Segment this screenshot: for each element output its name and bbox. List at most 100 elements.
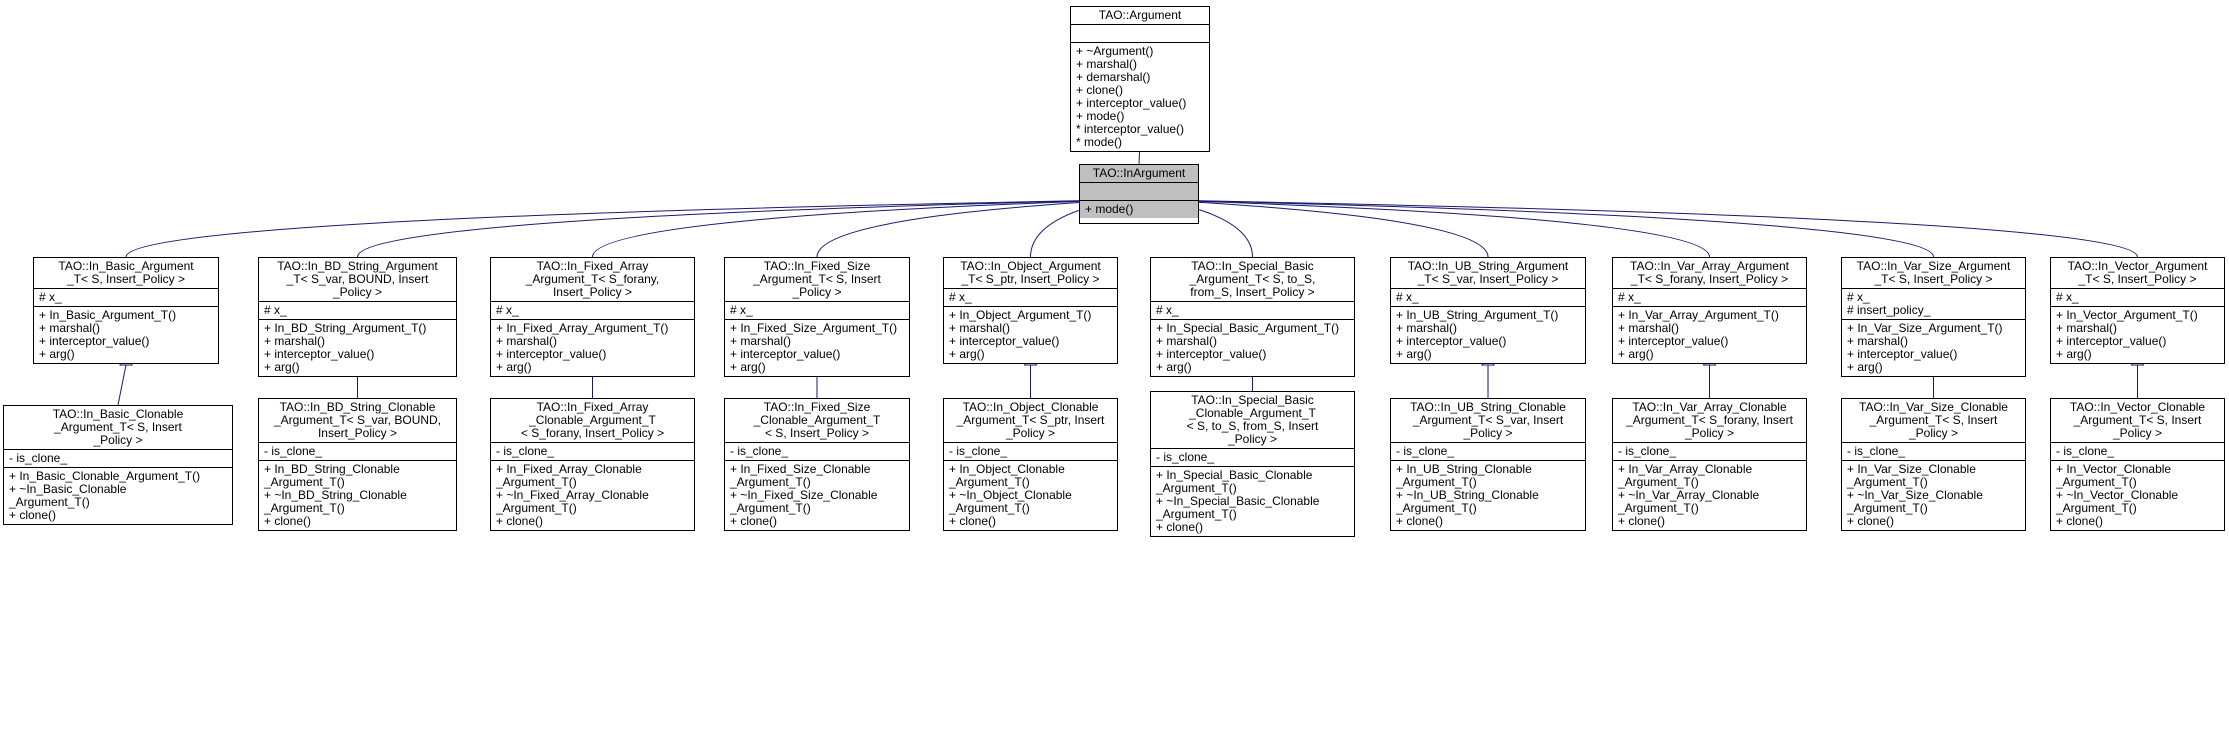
operation: + interceptor_value() (2056, 334, 2167, 348)
class-box-vararray[interactable]: TAO::In_Var_Array_Argument _T< S_forany,… (1612, 257, 1807, 364)
attribute: # x_ (949, 290, 972, 304)
operation: + clone() (2056, 514, 2104, 528)
class-attributes: # x_ (1613, 288, 1806, 306)
class-box-argument[interactable]: TAO::Argument+ ~Argument()+ marshal()+ d… (1070, 6, 1210, 152)
operation: + In_UB_String_Clonable _Argument_T() (1396, 462, 1532, 489)
class-name: TAO::In_Var_Array_Clonable _Argument_T< … (1626, 400, 1793, 440)
class-attributes: - is_clone_ (4, 449, 232, 467)
class-box-fixedarray[interactable]: TAO::In_Fixed_Array _Argument_T< S_foran… (490, 257, 695, 377)
class-box-inargument[interactable]: TAO::InArgument+ mode() (1079, 164, 1199, 224)
operation: + marshal() (1847, 334, 1909, 348)
class-box-varsize[interactable]: TAO::In_Var_Size_Argument _T< S, Insert_… (1841, 257, 2026, 377)
class-operations: + In_Var_Size_Argument_T()+ marshal()+ i… (1842, 319, 2025, 376)
operation: + marshal() (730, 334, 792, 348)
operation: + ~In_Vector_Clonable _Argument_T() (2056, 488, 2179, 515)
class-attributes: - is_clone_ (1842, 442, 2025, 460)
class-operations: + In_BD_String_Argument_T()+ marshal()+ … (259, 319, 456, 376)
class-name: TAO::In_Object_Clonable _Argument_T< S_p… (956, 400, 1105, 440)
operation: + interceptor_value() (496, 347, 607, 361)
class-box-object[interactable]: TAO::In_Object_Argument _T< S_ptr, Inser… (943, 257, 1118, 364)
class-name: TAO::In_Fixed_Array _Argument_T< S_foran… (525, 259, 660, 299)
class-box-vector_c[interactable]: TAO::In_Vector_Clonable _Argument_T< S, … (2050, 398, 2225, 531)
class-operations: + In_UB_String_Argument_T()+ marshal()+ … (1391, 306, 1585, 363)
class-box-basic_c[interactable]: TAO::In_Basic_Clonable _Argument_T< S, I… (3, 405, 233, 525)
class-box-bdstring_c[interactable]: TAO::In_BD_String_Clonable _Argument_T< … (258, 398, 457, 531)
operation: + interceptor_value() (39, 334, 150, 348)
class-attributes: # x_ (725, 301, 909, 319)
operation: + marshal() (949, 321, 1011, 335)
operation: + interceptor_value() (1076, 96, 1187, 110)
operation: * interceptor_value() (1076, 122, 1185, 136)
operation: + In_Fixed_Size_Argument_T() (730, 321, 898, 335)
class-box-vararray_c[interactable]: TAO::In_Var_Array_Clonable _Argument_T< … (1612, 398, 1807, 531)
class-box-object_c[interactable]: TAO::In_Object_Clonable _Argument_T< S_p… (943, 398, 1118, 531)
class-name: TAO::In_Var_Array_Argument _T< S_forany,… (1630, 259, 1789, 286)
class-operations: + In_Vector_Clonable _Argument_T()+ ~In_… (2051, 460, 2224, 530)
class-name: TAO::In_Object_Argument _T< S_ptr, Inser… (960, 259, 1101, 286)
attribute: # x_ (1156, 303, 1179, 317)
inheritance-edge (592, 199, 1118, 258)
operation: + In_Fixed_Size_Clonable _Argument_T() (730, 462, 871, 489)
attribute: # x_ (1396, 290, 1419, 304)
class-operations: + In_Vector_Argument_T()+ marshal()+ int… (2051, 306, 2224, 363)
operation: + clone() (264, 514, 312, 528)
class-box-bdstring[interactable]: TAO::In_BD_String_Argument _T< S_var, BO… (258, 257, 457, 377)
class-box-fixedsize[interactable]: TAO::In_Fixed_Size _Argument_T< S, Inser… (724, 257, 910, 377)
attribute: # x_ (1618, 290, 1641, 304)
operation: + marshal() (2056, 321, 2118, 335)
class-box-specialbasic[interactable]: TAO::In_Special_Basic _Argument_T< S, to… (1150, 257, 1355, 377)
class-box-fixedarray_c[interactable]: TAO::In_Fixed_Array _Clonable_Argument_T… (490, 398, 695, 531)
operation: + In_Vector_Clonable _Argument_T() (2056, 462, 2172, 489)
operation: + interceptor_value() (1847, 347, 1958, 361)
operation: + clone() (496, 514, 544, 528)
operation: + interceptor_value() (264, 347, 375, 361)
operation: + marshal() (39, 321, 101, 335)
operation: + ~In_UB_String_Clonable _Argument_T() (1396, 488, 1539, 515)
operation: + arg() (1156, 360, 1192, 374)
class-box-ubstring[interactable]: TAO::In_UB_String_Argument _T< S_var, In… (1390, 257, 1586, 364)
class-box-vector[interactable]: TAO::In_Vector_Argument _T< S, Insert_Po… (2050, 257, 2225, 364)
class-box-basic[interactable]: TAO::In_Basic_Argument _T< S, Insert_Pol… (33, 257, 219, 364)
operation: + In_Object_Clonable _Argument_T() (949, 462, 1065, 489)
class-operations: + In_Fixed_Size_Argument_T()+ marshal()+… (725, 319, 909, 376)
inheritance-edge (125, 199, 1118, 258)
class-attributes (1080, 182, 1198, 200)
operation: + clone() (9, 508, 57, 522)
operation: + In_BD_String_Argument_T() (264, 321, 427, 335)
operation: + clone() (1076, 83, 1124, 97)
class-attributes: # x_ (944, 288, 1117, 306)
operation: + ~In_Fixed_Size_Clonable _Argument_T() (730, 488, 878, 515)
operation: + arg() (949, 347, 985, 361)
class-box-fixedsize_c[interactable]: TAO::In_Fixed_Size _Clonable_Argument_T … (724, 398, 910, 531)
class-operations: + In_Fixed_Size_Clonable _Argument_T()+ … (725, 460, 909, 530)
operation: + interceptor_value() (949, 334, 1060, 348)
operation: + In_Basic_Argument_T() (39, 308, 177, 322)
inheritance-edge (1160, 199, 2138, 258)
operation: + ~In_BD_String_Clonable _Argument_T() (264, 488, 407, 515)
attribute: - is_clone_ (264, 444, 323, 458)
operation: + marshal() (1396, 321, 1458, 335)
attribute: - is_clone_ (1156, 450, 1215, 464)
class-name: TAO::In_Var_Size_Clonable _Argument_T< S… (1859, 400, 2008, 440)
class-box-specialbasic_c[interactable]: TAO::In_Special_Basic _Clonable_Argument… (1150, 391, 1355, 537)
class-name: TAO::In_Basic_Clonable _Argument_T< S, I… (52, 407, 184, 447)
operation: + marshal() (264, 334, 326, 348)
operation: + marshal() (1076, 57, 1138, 71)
class-box-varsize_c[interactable]: TAO::In_Var_Size_Clonable _Argument_T< S… (1841, 398, 2026, 531)
class-name: TAO::In_Basic_Argument _T< S, Insert_Pol… (58, 259, 194, 286)
class-box-ubstring_c[interactable]: TAO::In_UB_String_Clonable _Argument_T< … (1390, 398, 1586, 531)
operation: + interceptor_value() (1396, 334, 1507, 348)
class-attributes: # x_ (259, 301, 456, 319)
operation: + arg() (1396, 347, 1432, 361)
operation: + In_Object_Argument_T() (949, 308, 1092, 322)
operation: + marshal() (1618, 321, 1680, 335)
operation: + clone() (1618, 514, 1666, 528)
class-name: TAO::InArgument (1080, 165, 1198, 182)
operation: + ~In_Var_Array_Clonable _Argument_T() (1618, 488, 1760, 515)
class-attributes: - is_clone_ (1613, 442, 1806, 460)
operation: + In_Special_Basic_Argument_T() (1156, 321, 1340, 335)
operation: + ~Argument() (1076, 44, 1154, 58)
class-attributes: # x_ (1151, 301, 1354, 319)
attribute: # insert_policy_ (1847, 303, 1931, 317)
operation: + interceptor_value() (1156, 347, 1267, 361)
